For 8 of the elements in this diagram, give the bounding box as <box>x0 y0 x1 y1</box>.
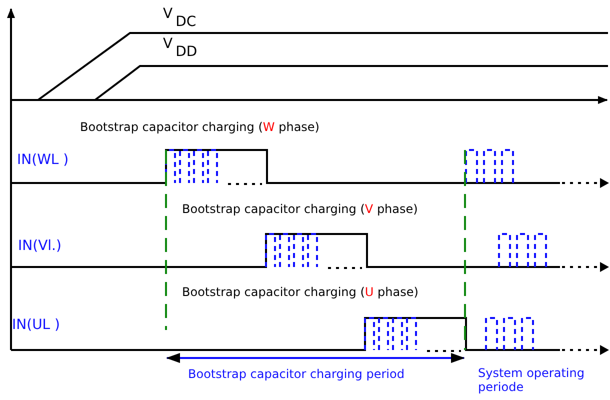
signal-label: IN(WL ) <box>17 152 69 168</box>
period-label: Bootstrap capacitor charging period <box>188 368 404 382</box>
signal-label: IN(UL ) <box>12 317 60 334</box>
period-label: System operating periode <box>478 367 586 395</box>
annotation-text: Bootstrap capacitor charging (W phase) <box>80 121 320 135</box>
annotation-text: Bootstrap capacitor charging (V phase) <box>182 203 418 217</box>
signal-label: IN(Vl.) <box>18 238 62 254</box>
annotation-text: Bootstrap capacitor charging (U phase) <box>182 286 418 300</box>
